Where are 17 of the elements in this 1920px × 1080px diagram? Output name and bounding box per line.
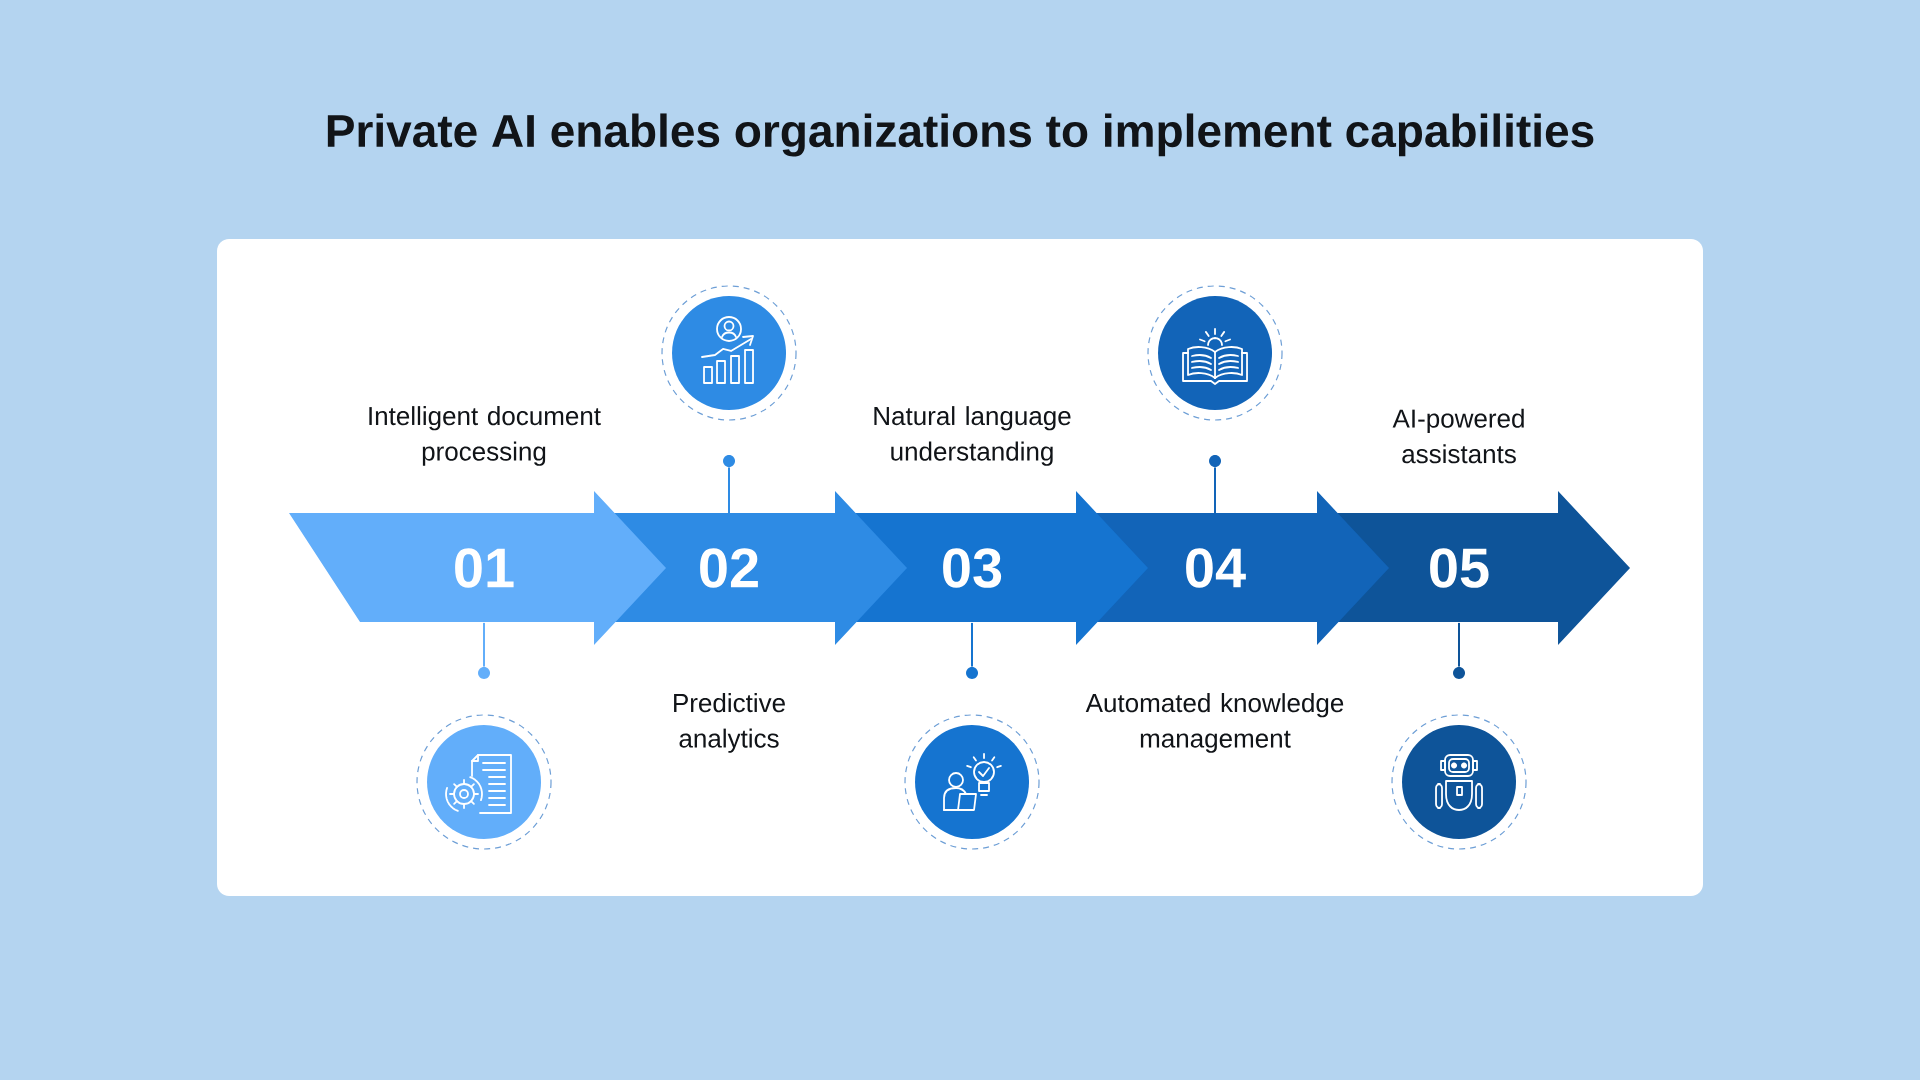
- icon-circle: [1147, 285, 1283, 421]
- icon-circle: [1391, 714, 1527, 850]
- leader-line: [483, 621, 485, 668]
- leader-line: [1458, 621, 1460, 668]
- step-caption: AI-powered assistants: [1392, 408, 1524, 464]
- arrow-segment: 01: [289, 491, 666, 645]
- step-caption: Predictive analytics: [674, 693, 785, 753]
- step-caption: Automated knowledge management: [1085, 693, 1344, 753]
- leader-line: [971, 621, 973, 668]
- step-caption: Intelligent document processing: [369, 406, 601, 466]
- icon-circle: [416, 714, 552, 850]
- title: Private AI enables organizations to implement capabilities: [327, 113, 1594, 157]
- icon-circle: [904, 714, 1040, 850]
- icon-circle: [661, 285, 797, 421]
- step-caption: Natural language understanding: [874, 406, 1071, 466]
- leader-line: [728, 466, 730, 515]
- leader-line: [1214, 466, 1216, 515]
